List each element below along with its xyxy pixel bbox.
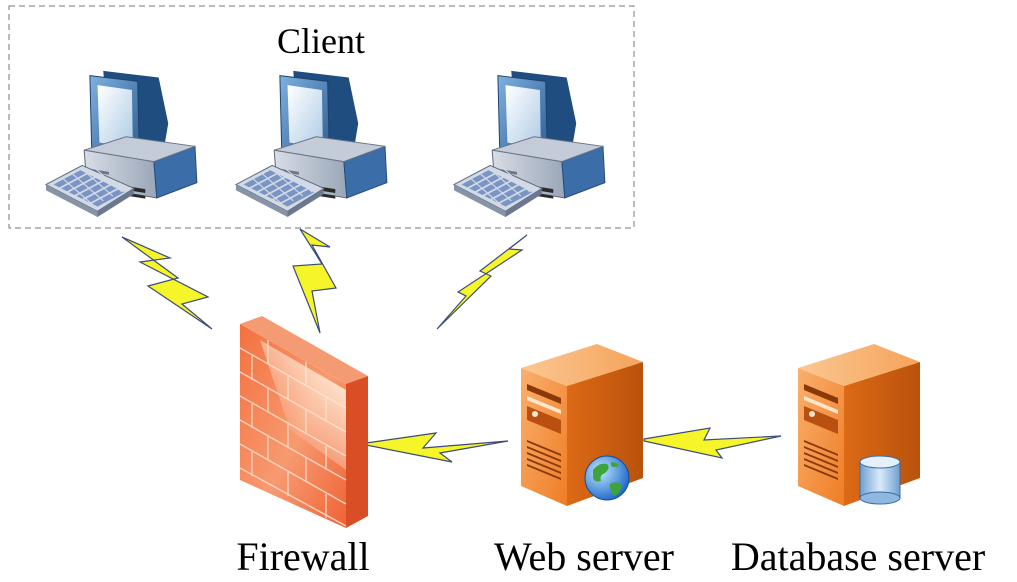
client-computer-2 xyxy=(235,70,388,218)
firewall-brick-wall-icon xyxy=(239,316,368,528)
link-firewall-to-web-server xyxy=(365,432,509,463)
globe-icon xyxy=(584,455,630,501)
server-tower-icon xyxy=(798,344,920,506)
web-server-label: Web server xyxy=(494,534,674,579)
web-server-node: Web server xyxy=(494,344,674,579)
client-computer-3 xyxy=(453,70,606,218)
database-cylinder-icon xyxy=(859,455,901,505)
link-client-3-to-firewall xyxy=(436,234,528,330)
desktop-computer-icon xyxy=(45,70,198,218)
link-client-2-to-firewall xyxy=(292,228,337,334)
firewall-label: Firewall xyxy=(236,534,369,579)
client-group-label: Client xyxy=(277,21,365,61)
firewall-node: Firewall xyxy=(236,316,370,579)
client-group-frame xyxy=(8,5,635,229)
database-server-label: Database server xyxy=(731,534,985,579)
database-server-node: Database server xyxy=(731,344,985,579)
link-client-1-to-firewall xyxy=(121,236,213,330)
desktop-computer-icon xyxy=(453,70,606,218)
link-web-server-to-database-server xyxy=(643,427,782,459)
client-computer-1 xyxy=(45,70,198,218)
desktop-computer-icon xyxy=(235,70,388,218)
